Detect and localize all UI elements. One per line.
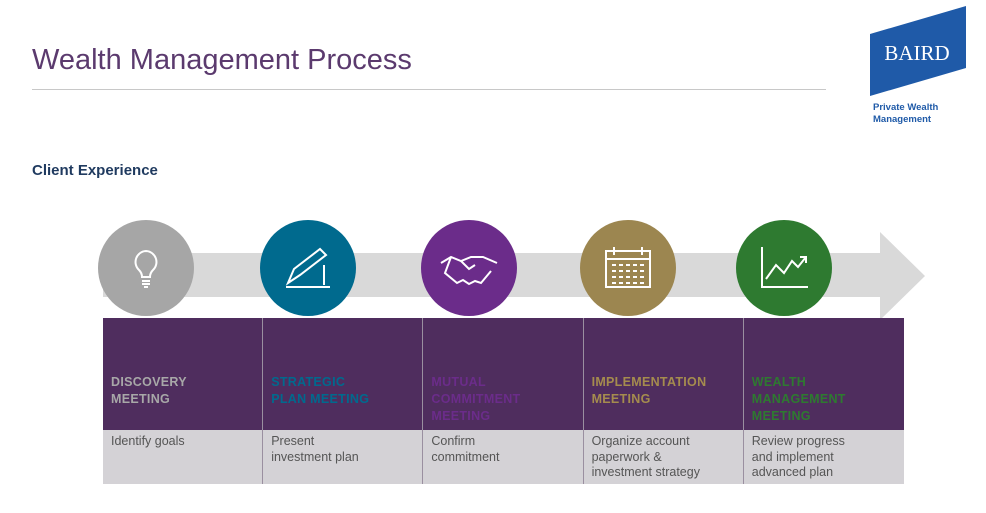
pen-signing-icon — [260, 220, 356, 316]
baird-logo: BAIRD — [870, 6, 966, 96]
handshake-icon — [421, 220, 517, 316]
lightbulb-icon — [98, 220, 194, 316]
growth-chart-icon — [736, 220, 832, 316]
calendar-icon — [580, 220, 676, 316]
svg-text:BAIRD: BAIRD — [884, 41, 949, 65]
section-title: Client Experience — [32, 162, 158, 179]
step-description: Identify goals — [103, 430, 263, 484]
page-title: Wealth Management Process — [32, 44, 412, 76]
title-divider — [32, 89, 826, 90]
